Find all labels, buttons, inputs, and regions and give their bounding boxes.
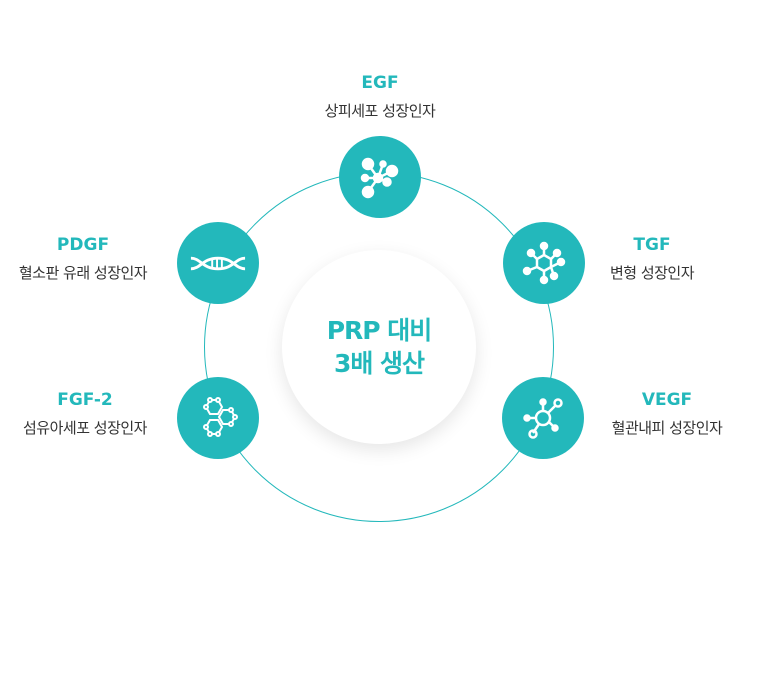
hexagon-molecule-icon bbox=[503, 222, 585, 304]
factor-pdgf: PDGF 혈소판 유래 성장인자 bbox=[0, 234, 173, 284]
factor-vegf: VEGF 혈관내피 성장인자 bbox=[577, 389, 757, 439]
factor-name: PDGF bbox=[56, 235, 110, 255]
factor-name: VEGF bbox=[641, 390, 693, 410]
factor-desc: 섬유아세포 성장인자 bbox=[23, 419, 147, 437]
cell-network-icon bbox=[502, 377, 584, 459]
dna-icon bbox=[177, 222, 259, 304]
factor-egf: EGF 상피세포 성장인자 bbox=[290, 72, 470, 122]
factor-desc: 혈관내피 성장인자 bbox=[611, 419, 723, 437]
molecule-icon bbox=[339, 136, 421, 218]
factor-name: EGF bbox=[361, 73, 399, 93]
center-circle: PRP 대비 3배 생산 bbox=[282, 250, 476, 444]
factor-fgf2: FGF-2 섬유아세포 성장인자 bbox=[0, 389, 175, 439]
center-line2: 3배 생산 bbox=[333, 349, 425, 378]
hexagon-cluster-icon bbox=[177, 377, 259, 459]
factor-name: FGF-2 bbox=[57, 390, 113, 410]
center-line1: PRP 대비 bbox=[326, 316, 433, 345]
factor-name: TGF bbox=[633, 235, 671, 255]
factor-tgf: TGF 변형 성장인자 bbox=[562, 234, 742, 284]
factor-desc: 상피세포 성장인자 bbox=[324, 102, 436, 120]
factor-desc: 변형 성장인자 bbox=[609, 264, 695, 282]
factor-desc: 혈소판 유래 성장인자 bbox=[18, 264, 148, 282]
